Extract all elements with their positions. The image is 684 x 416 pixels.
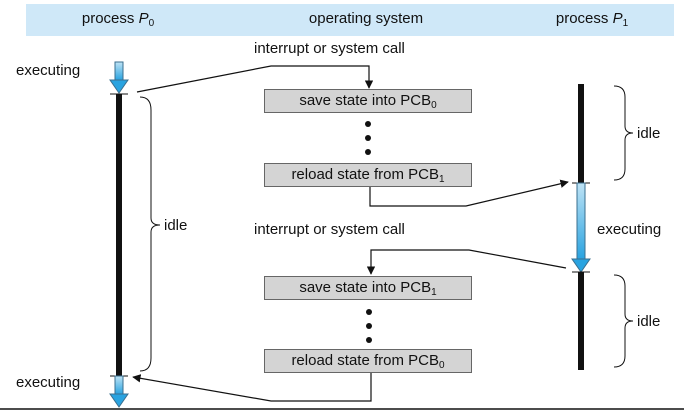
ellipsis-dots-bottom xyxy=(366,309,372,343)
arrow-p0-to-os-save xyxy=(136,65,374,93)
column-header-operating-system: operating system xyxy=(308,10,424,27)
column-header-process-p0: process P0 xyxy=(81,10,155,29)
p1-exec-arrow xyxy=(571,182,591,273)
p1-idle-bar-top xyxy=(578,84,584,183)
p0-exec-arrow-top xyxy=(109,61,129,94)
label-p1-idle-top: idle xyxy=(637,125,661,142)
label-p0-idle: idle xyxy=(164,217,188,234)
p1-idle-bar-bottom xyxy=(578,272,584,370)
arrow-os-to-p1 xyxy=(369,179,569,207)
label-interrupt-2: interrupt or system call xyxy=(254,221,405,238)
ellipsis-dots-top xyxy=(365,121,371,155)
p0-idle-brace xyxy=(139,96,161,372)
p1-idle-brace-bottom xyxy=(613,274,634,368)
p0-idle-bar xyxy=(116,94,122,376)
column-header-process-p1: process P1 xyxy=(555,10,629,29)
label-interrupt-1: interrupt or system call xyxy=(254,40,405,57)
header-bar xyxy=(26,4,674,36)
box-save-state-pcb1: save state into PCB1 xyxy=(264,276,472,300)
arrow-os-to-p0 xyxy=(132,373,372,402)
p0-exec-arrow-bottom xyxy=(109,375,129,408)
p1-idle-brace-top xyxy=(613,85,634,181)
box-save-state-pcb0: save state into PCB0 xyxy=(264,89,472,113)
label-p0-executing-bottom: executing xyxy=(16,374,81,391)
box-reload-state-pcb0: reload state from PCB0 xyxy=(264,349,472,373)
box-reload-state-pcb1: reload state from PCB1 xyxy=(264,163,472,187)
arrow-p1-to-os-save xyxy=(366,249,567,275)
label-p1-idle-bottom: idle xyxy=(637,313,661,330)
label-p1-executing: executing xyxy=(597,221,662,238)
label-p0-executing-top: executing xyxy=(16,62,81,79)
